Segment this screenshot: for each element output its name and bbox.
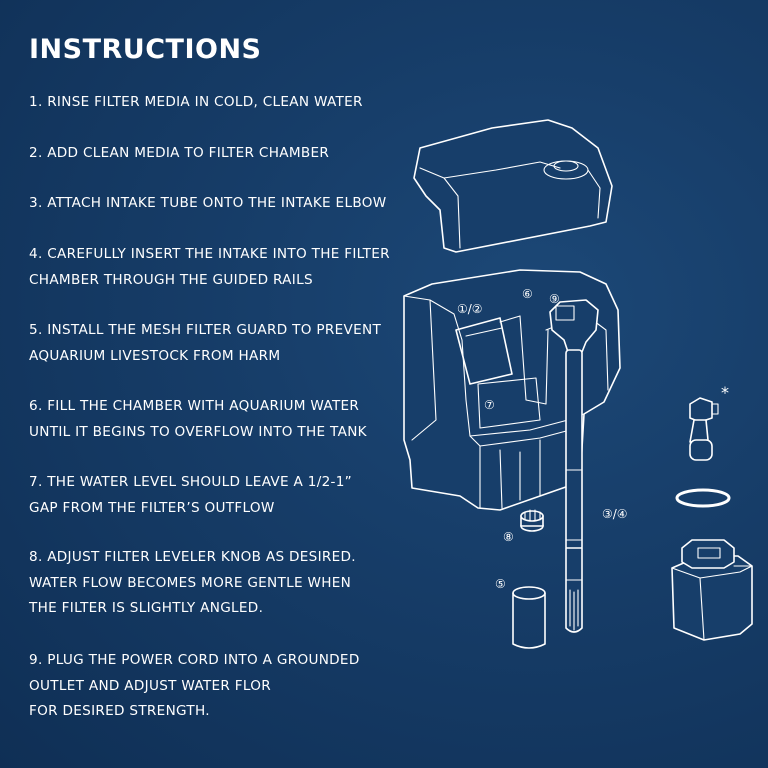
step-8: 8. ADJUST FILTER LEVELER KNOB AS DESIRED… bbox=[29, 545, 356, 622]
label-knob: ⑧ bbox=[503, 530, 514, 544]
step-4: 4. CAREFULLY INSERT THE INTAKE INTO THE … bbox=[29, 242, 390, 293]
label-item-7: ⑦ bbox=[484, 398, 495, 412]
filter-lid bbox=[413, 119, 613, 253]
label-intake: ③/④ bbox=[602, 507, 628, 521]
label-spare: * bbox=[721, 383, 729, 402]
step-8-line-1: 8. ADJUST FILTER LEVELER KNOB AS DESIRED… bbox=[29, 549, 356, 565]
step-5-line-1: 5. INSTALL THE MESH FILTER GUARD TO PREV… bbox=[29, 322, 382, 338]
pump-motor bbox=[671, 539, 753, 641]
step-6: 6. FILL THE CHAMBER WITH AQUARIUM WATER … bbox=[29, 394, 367, 445]
sponge-filter bbox=[512, 586, 546, 649]
filter-media-cartridge bbox=[455, 317, 513, 385]
step-4-line-1: 4. CAREFULLY INSERT THE INTAKE INTO THE … bbox=[29, 246, 390, 262]
spare-nozzle bbox=[689, 397, 719, 461]
label-item-9: ⑨ bbox=[549, 292, 560, 306]
leveler-knob bbox=[520, 509, 544, 532]
step-7-line-1: 7. THE WATER LEVEL SHOULD LEAVE A 1/2-1” bbox=[29, 474, 353, 490]
label-item-6: ⑥ bbox=[522, 287, 533, 301]
page-title: INSTRUCTIONS bbox=[29, 34, 262, 65]
step-9-line-2: OUTLET AND ADJUST WATER FLOR bbox=[29, 677, 272, 694]
label-media-chamber: ①/② bbox=[457, 302, 483, 316]
step-2-line-1: 2. ADD CLEAN MEDIA TO FILTER CHAMBER bbox=[29, 145, 330, 161]
step-6-line-2: UNTIL IT BEGINS TO OVERFLOW INTO THE TAN… bbox=[29, 423, 367, 440]
step-8-line-3: THE FILTER IS SLIGHTLY ANGLED. bbox=[29, 600, 264, 616]
step-8-line-2: WATER FLOW BECOMES MORE GENTLE WHEN bbox=[29, 574, 352, 591]
step-9: 9. PLUG THE POWER CORD INTO A GROUNDED O… bbox=[29, 648, 360, 725]
intake-tube bbox=[549, 299, 599, 633]
step-7-line-2: GAP FROM THE FILTER’S OUTFLOW bbox=[29, 499, 275, 516]
step-4-line-2: CHAMBER THROUGH THE GUIDED RAILS bbox=[29, 271, 313, 288]
step-1: 1. RINSE FILTER MEDIA IN COLD, CLEAN WAT… bbox=[29, 90, 363, 116]
label-sponge: ⑤ bbox=[495, 577, 506, 591]
step-7: 7. THE WATER LEVEL SHOULD LEAVE A 1/2-1”… bbox=[29, 470, 352, 521]
step-3-line-1: 3. ATTACH INTAKE TUBE ONTO THE INTAKE EL… bbox=[29, 195, 387, 211]
step-6-line-1: 6. FILL THE CHAMBER WITH AQUARIUM WATER bbox=[29, 398, 360, 414]
step-3: 3. ATTACH INTAKE TUBE ONTO THE INTAKE EL… bbox=[29, 191, 386, 217]
step-5: 5. INSTALL THE MESH FILTER GUARD TO PREV… bbox=[29, 318, 381, 369]
o-ring bbox=[675, 488, 731, 508]
step-5-line-2: AQUARIUM LIVESTOCK FROM HARM bbox=[29, 347, 281, 364]
step-9-line-1: 9. PLUG THE POWER CORD INTO A GROUNDED bbox=[29, 652, 360, 668]
step-1-line-1: 1. RINSE FILTER MEDIA IN COLD, CLEAN WAT… bbox=[29, 94, 363, 110]
step-9-line-3: FOR DESIRED STRENGTH. bbox=[29, 703, 210, 719]
step-2: 2. ADD CLEAN MEDIA TO FILTER CHAMBER bbox=[29, 141, 329, 167]
